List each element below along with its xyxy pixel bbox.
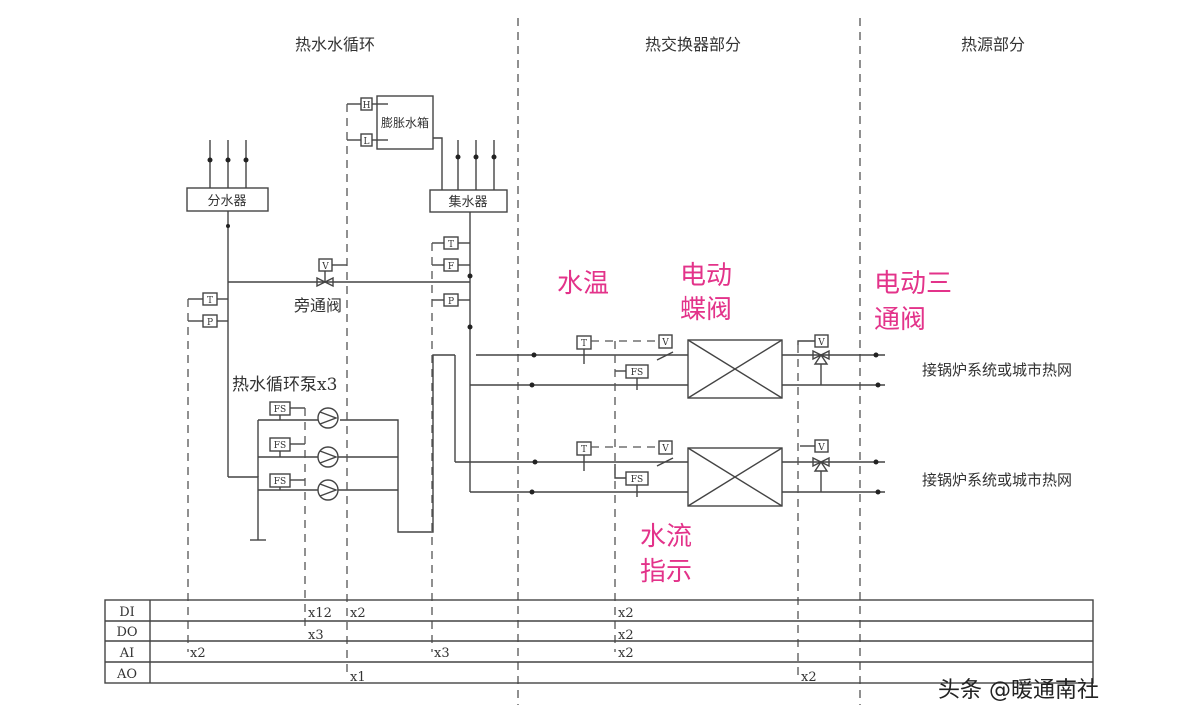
watermark: 头条 @暖通南社 — [938, 678, 1099, 703]
grid-connection-upper: 接锅炉系统或城市热网 — [922, 361, 1072, 379]
pressure-sensor-tag: P — [207, 318, 213, 328]
flow-switch-tag: FS — [274, 441, 286, 451]
three-way-actuator-tag: V — [817, 443, 825, 453]
level-low-tag: L — [364, 137, 370, 147]
heat-exchanger-lower: T V FS V — [576, 439, 885, 507]
return-sensors: T F P — [432, 236, 470, 307]
pressure-sensor-tag: P — [448, 297, 454, 307]
io-count: x2 — [190, 646, 206, 661]
temp-sensor-tag: T — [581, 445, 587, 455]
bypass-valve-label: 旁通阀 — [294, 296, 342, 315]
three-way-valve-annotation-2: 通阀 — [874, 305, 926, 335]
piping — [226, 211, 688, 541]
io-count: x2 — [618, 628, 634, 643]
expansion-tank: 膨胀水箱 H L — [347, 95, 443, 190]
butterfly-actuator-tag: V — [661, 444, 669, 454]
flow-switch-tag: FS — [274, 405, 286, 415]
io-count: x12 — [308, 606, 332, 621]
bypass-valve: V 旁通阀 — [294, 258, 347, 315]
grid-connection-lower: 接锅炉系统或城市热网 — [922, 471, 1072, 489]
io-count: x2 — [618, 646, 634, 661]
flow-switch-tag: FS — [274, 477, 286, 487]
bypass-actuator-tag: V — [321, 262, 329, 272]
io-row-label: DO — [116, 625, 137, 640]
collector: 集水器 — [429, 140, 508, 213]
temp-sensor-tag: T — [581, 339, 587, 349]
distributor-label: 分水器 — [207, 194, 246, 209]
expansion-tank-label: 膨胀水箱 — [381, 115, 429, 130]
io-table: DI DO AI AO x12 x2 x2 x3 x2 x2 x3 x2 x1 … — [104, 599, 1094, 685]
io-count: x3 — [308, 628, 324, 643]
butterfly-actuator-tag: V — [661, 338, 669, 348]
section-title-exchanger: 热交换器部分 — [645, 35, 741, 54]
heat-exchanger-upper: T V FS V — [576, 334, 885, 399]
butterfly-valve-annotation-1: 电动 — [680, 261, 732, 291]
three-way-valve-annotation-1: 电动三 — [874, 269, 952, 299]
temp-sensor-tag: T — [207, 296, 213, 306]
io-count: x1 — [350, 670, 366, 685]
io-count: x3 — [434, 646, 450, 661]
water-temp-annotation: 水温 — [557, 269, 609, 299]
flow-indicator-annotation-2: 指示 — [640, 557, 692, 587]
temp-sensor-tag: T — [448, 240, 454, 250]
io-count: x2 — [618, 606, 634, 621]
supply-sensors: T P — [188, 292, 228, 328]
io-row-label: DI — [119, 605, 135, 620]
io-row-label: AI — [119, 646, 135, 661]
flow-sensor-tag: F — [448, 262, 454, 272]
three-way-actuator-tag: V — [817, 338, 825, 348]
io-row-label: AO — [116, 667, 137, 682]
section-title-circulation: 热水水循环 — [295, 35, 375, 54]
level-high-tag: H — [363, 101, 371, 111]
circulation-pumps: 热水循环泵x3 FS FS FS — [232, 375, 339, 501]
flow-switch-tag: FS — [631, 368, 643, 378]
butterfly-valve-annotation-2: 蝶阀 — [680, 295, 732, 325]
flow-switch-tag: FS — [631, 475, 643, 485]
io-count: x2 — [801, 670, 817, 685]
io-count: x2 — [350, 606, 366, 621]
pumps-label: 热水循环泵x3 — [232, 375, 337, 395]
flow-indicator-annotation-1: 水流 — [640, 522, 692, 552]
collector-label: 集水器 — [448, 194, 487, 210]
distributor: 分水器 — [186, 140, 269, 212]
section-title-source: 热源部分 — [961, 35, 1025, 54]
